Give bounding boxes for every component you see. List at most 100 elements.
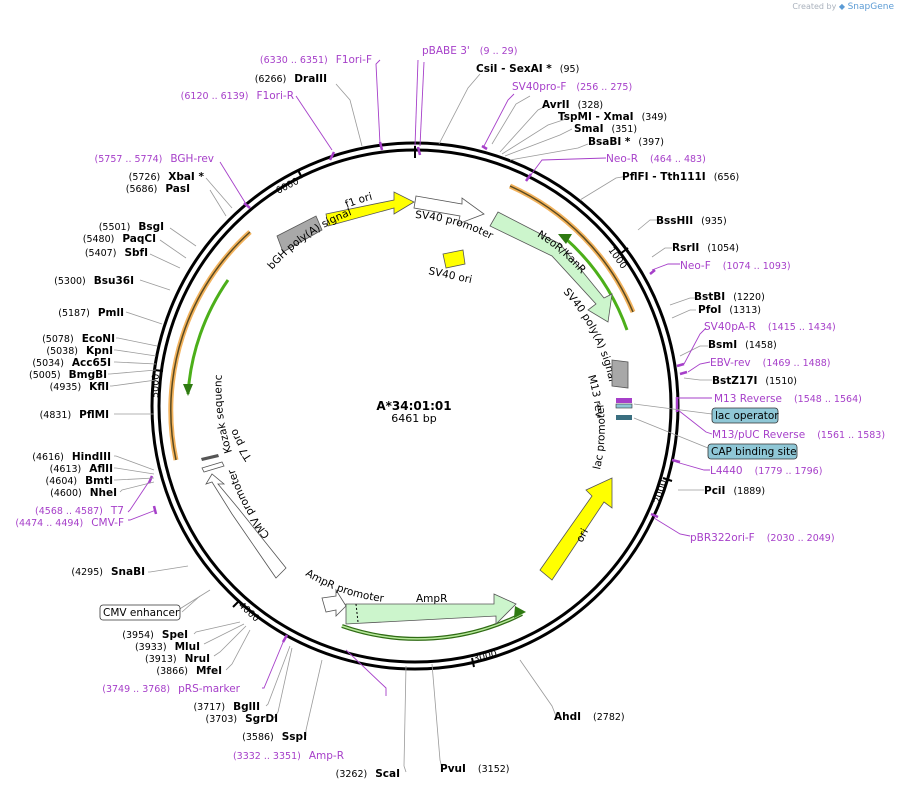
ampr-label: AmpR (416, 593, 447, 605)
primer-label: pBABE 3'(9 .. 29) (422, 45, 517, 57)
primer-label: Neo-F(1074 .. 1093) (680, 260, 791, 272)
enzyme-label: (5300)Bsu36I (54, 275, 134, 287)
bgh-polya-box (276, 215, 323, 253)
enzyme-label: (3262)ScaI (336, 768, 400, 780)
neo-orf-arrowhead (558, 234, 572, 244)
ampr-orf-arrowhead (514, 606, 526, 618)
enzyme-label: (5726)XbaI * (129, 171, 205, 183)
primer-label: pBR322ori-F(2030 .. 2049) (690, 532, 835, 544)
enzyme-label: BstBI(1220) (694, 291, 765, 303)
enzyme-label: CsiI - SexAI *(95) (476, 63, 579, 75)
ori-arrow (539, 477, 613, 581)
primer-labels: pBABE 3'(9 .. 29) SV40pro-F(256 .. 275) … (15, 45, 885, 762)
enzyme-label: (5005)BmgBI (29, 369, 107, 381)
m13-rev-marker (616, 398, 632, 403)
primer-label: Neo-R(464 .. 483) (606, 153, 706, 165)
enzyme-label: (3866)MfeI (156, 665, 222, 677)
enzyme-label: PfoI(1313) (698, 304, 761, 316)
primer-label: L4440(1779 .. 1796) (710, 465, 822, 477)
primer-label: (6120 .. 6139)F1ori-R (181, 90, 294, 102)
ampr-promoter-label: AmpR promoter (303, 567, 385, 605)
ruler-label-3000: 3000 (472, 649, 498, 665)
sv40-ori-label: SV40 ori (427, 265, 473, 286)
enzyme-label: (5686)PasI (126, 183, 190, 195)
enzyme-label: (4604)BmtI (46, 475, 113, 487)
primer-label: (3332 .. 3351)Amp-R (233, 750, 344, 762)
enzyme-label: AvrII(328) (542, 99, 603, 111)
primer-label: M13/pUC Reverse(1561 .. 1583) (712, 429, 885, 441)
lac-operator-marker (615, 403, 633, 409)
enzyme-label: (4613)AflII (50, 463, 113, 475)
enzyme-label: BsaBI *(397) (588, 136, 664, 148)
ruler-tick-2000: 2000 (652, 477, 673, 505)
snapgene-logo-icon: ◆ (838, 2, 846, 11)
enzyme-label: (4616)HindIII (32, 451, 111, 463)
enzyme-label: PflFI - Tth111I(656) (622, 171, 739, 183)
orf-arcs (168, 183, 636, 641)
ampr-promoter-arrow (321, 588, 347, 617)
enzyme-label: BstZ17I(1510) (712, 375, 797, 387)
enzyme-label: (5501)BsgI (99, 221, 164, 233)
enzyme-label: BsmI(1458) (708, 339, 777, 351)
cmv-orf-green-arc (186, 279, 230, 395)
credit-prefix: Created by (792, 2, 837, 11)
enzyme-label: (4935)KflI (50, 381, 109, 393)
cmv-orf-arc-outer (168, 230, 252, 461)
ampr-orf-arc-glow (341, 613, 523, 640)
ruler-label-4000: 4000 (236, 600, 261, 624)
cmv-enhancer-callout: CMV enhancer (99, 595, 201, 621)
neor-kanr-arrow (489, 211, 613, 323)
enzyme-label: (5187)PmlI (58, 307, 124, 319)
enzyme-label: SmaI(351) (574, 123, 637, 135)
sv40-promoter-arrow (413, 195, 485, 225)
primer-label: (6330 .. 6351)F1ori-F (260, 54, 372, 66)
primer-label: SV40pro-F(256 .. 275) (512, 81, 632, 93)
enzyme-label: (6266)DraIII (255, 73, 327, 85)
ruler-tick-5000: 5000 (150, 369, 164, 399)
enzyme-label: AhdI(2782) (554, 711, 625, 723)
primer-label: (3749 .. 3768)pRS-marker (102, 683, 240, 695)
enzyme-label: RsrII(1054) (672, 242, 739, 254)
lac-operator-label: lac operator (715, 410, 779, 422)
enzyme-label: PciI(1889) (704, 485, 765, 497)
cmv-promoter-arrow (205, 473, 287, 579)
credit-brand: SnapGene (847, 2, 894, 12)
plasmid-size: 6461 bp (391, 412, 436, 425)
enzyme-label: PvuI(3152) (440, 763, 510, 775)
enzyme-label: (5407)SbfI (85, 247, 148, 259)
enzyme-label: (3933)MluI (135, 641, 200, 653)
cap-site-callout: CAP binding site (633, 417, 798, 460)
primer-label: SV40pA-R(1415 .. 1434) (704, 321, 836, 333)
plasmid-name: A*34:01:01 (376, 399, 451, 413)
ruler-label-2000: 2000 (652, 479, 669, 505)
enzyme-label: (3703)SgrDI (206, 713, 278, 725)
primer-label: (4568 .. 4587)T7 (35, 505, 124, 517)
enzyme-label: (5480)PaqCI (83, 233, 156, 245)
f1-ori-arrow (325, 191, 415, 227)
enzyme-label: (3717)BglII (193, 701, 260, 713)
primer-label: (4474 .. 4494)CMV-F (15, 517, 124, 529)
primer-label: (5757 .. 5774)BGH-rev (95, 153, 214, 165)
features: f1 ori SV40 promoter SV40 ori bGH poly(A… (0, 0, 633, 625)
cap-site-marker (616, 415, 632, 420)
snapgene-credit: Created by ◆ SnapGene (792, 2, 894, 12)
sv40-polya-box (611, 359, 629, 389)
enzyme-label: (5034)Acc65I (32, 357, 111, 369)
ampr-arrow (345, 593, 517, 625)
kozak-box (201, 454, 219, 461)
enzyme-label: (3586)SspI (242, 731, 307, 743)
primer-label: M13 Reverse(1548 .. 1564) (714, 393, 862, 405)
ruler-label-5000: 5000 (150, 374, 162, 399)
enzyme-label: (5038)KpnI (46, 345, 113, 357)
enzyme-label: (4831)PflMI (40, 409, 109, 421)
neo-orf-arc-inner (509, 185, 634, 313)
ruler-tick-4000: 4000 (232, 600, 261, 624)
lac-operator-callout: lac operator (633, 403, 779, 424)
cmv-orf-arrowhead (183, 384, 193, 396)
leader-lines (108, 73, 712, 773)
origin-leader (414, 59, 419, 147)
ampr-signal-dash (355, 603, 359, 623)
enzyme-label: (4295)SnaBI (71, 566, 145, 578)
ori-label: ori (574, 527, 591, 545)
